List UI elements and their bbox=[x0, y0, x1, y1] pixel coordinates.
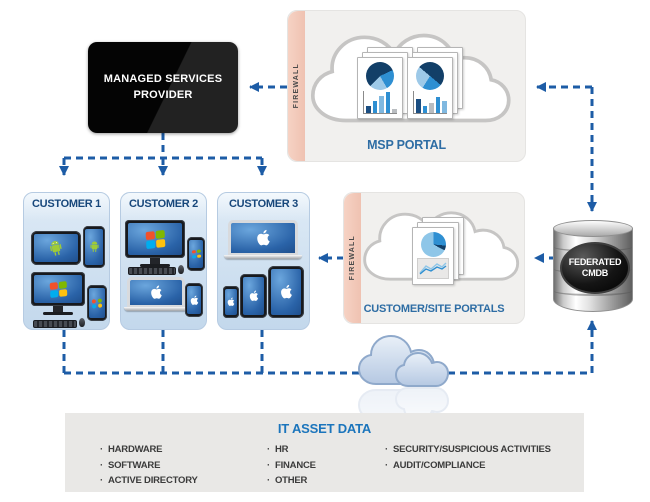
apple-phone-icon bbox=[185, 283, 203, 317]
it-asset-data-title: IT ASSET DATA bbox=[277, 421, 372, 436]
firewall-label: FIREWALL bbox=[349, 235, 356, 281]
windows-phone-icon bbox=[187, 237, 205, 271]
it-asset-data-box: IT ASSET DATA HARDWARE SOFTWARE ACTIVE D… bbox=[65, 413, 584, 492]
android-logo-icon bbox=[49, 240, 62, 256]
it-asset-column-3: SECURITY/SUSPICIOUS ACTIVITIES AUDIT/COM… bbox=[385, 442, 551, 473]
bar-chart-icon bbox=[413, 91, 447, 114]
document-report bbox=[407, 57, 453, 119]
windows-desktop-icon bbox=[31, 272, 85, 315]
apple-laptop-icon bbox=[123, 277, 189, 311]
apple-logo-icon bbox=[256, 229, 270, 246]
customer-2-box: CUSTOMER 2 bbox=[120, 192, 207, 330]
customer-1-box: CUSTOMER 1 bbox=[23, 192, 110, 330]
apple-phone-icon bbox=[223, 286, 239, 318]
apple-logo-icon bbox=[150, 285, 162, 299]
windows-logo-icon bbox=[145, 229, 165, 249]
document-report bbox=[357, 57, 403, 119]
firewall-label: FIREWALL bbox=[293, 63, 300, 109]
document-report bbox=[412, 227, 454, 285]
apple-logo-icon bbox=[227, 297, 235, 306]
pie-chart-icon bbox=[420, 232, 446, 257]
customer-1-label: CUSTOMER 1 bbox=[32, 198, 101, 210]
windows-desktop-icon bbox=[125, 220, 185, 267]
it-asset-item: FINANCE bbox=[267, 458, 316, 474]
msp-portal-panel: FIREWALL bbox=[287, 10, 526, 162]
android-tablet-icon bbox=[31, 231, 81, 265]
it-asset-item: OTHER bbox=[267, 473, 316, 489]
it-asset-item: SECURITY/SUSPICIOUS ACTIVITIES bbox=[385, 442, 551, 458]
mouse-icon bbox=[79, 318, 85, 327]
customer-3-box: CUSTOMER 3 bbox=[217, 192, 310, 330]
firewall-bar-msp: FIREWALL bbox=[288, 11, 305, 161]
apple-tablet-large-icon bbox=[268, 266, 304, 318]
msp-box-line1: MANAGED SERVICES bbox=[103, 72, 223, 85]
pie-chart-icon bbox=[416, 62, 444, 90]
it-asset-item: AUDIT/COMPLIANCE bbox=[385, 458, 551, 474]
apple-logo-icon bbox=[280, 284, 292, 299]
windows-logo-icon bbox=[191, 249, 201, 259]
internet-cloud-icon bbox=[357, 334, 450, 439]
customer-site-portals-label: CUSTOMER/SITE PORTALS bbox=[363, 303, 505, 315]
customer-site-portals-panel: FIREWALL CUSTOMER/SITE PORTALS bbox=[343, 192, 525, 324]
windows-phone-icon bbox=[87, 285, 107, 321]
it-asset-column-2: HR FINANCE OTHER bbox=[267, 442, 316, 489]
it-asset-item: HARDWARE bbox=[100, 442, 198, 458]
bar-chart-icon bbox=[363, 91, 397, 114]
apple-tablet-small-icon bbox=[240, 274, 267, 318]
apple-laptop-icon bbox=[223, 220, 303, 259]
apple-logo-icon bbox=[190, 295, 198, 305]
android-phone-icon bbox=[83, 226, 105, 268]
it-asset-item: SOFTWARE bbox=[100, 458, 198, 474]
it-asset-item: ACTIVE DIRECTORY bbox=[100, 473, 198, 489]
cmdb-label-line1: FEDERATED bbox=[568, 256, 622, 267]
apple-logo-icon bbox=[249, 290, 258, 301]
cmdb-label-line2: CMDB bbox=[581, 268, 609, 278]
android-logo-icon bbox=[89, 241, 99, 253]
pie-chart-icon bbox=[366, 62, 394, 90]
customer-2-label: CUSTOMER 2 bbox=[129, 198, 198, 210]
mouse-icon bbox=[178, 265, 184, 274]
line-chart-icon bbox=[417, 258, 449, 279]
it-asset-column-1: HARDWARE SOFTWARE ACTIVE DIRECTORY bbox=[100, 442, 198, 489]
managed-services-provider-box: MANAGED SERVICES PROVIDER bbox=[88, 42, 238, 133]
firewall-bar-portals: FIREWALL bbox=[344, 193, 361, 323]
it-asset-item: HR bbox=[267, 442, 316, 458]
keyboard-icon bbox=[128, 267, 176, 275]
keyboard-icon bbox=[33, 320, 77, 328]
customer-3-label: CUSTOMER 3 bbox=[229, 198, 298, 210]
windows-logo-icon bbox=[49, 280, 67, 298]
windows-logo-icon bbox=[91, 297, 103, 309]
cmdb-label-badge: FEDERATED CMDB bbox=[560, 242, 630, 294]
msp-portal-label: MSP PORTAL bbox=[367, 138, 446, 152]
federated-cmdb-database: FEDERATED CMDB bbox=[553, 220, 633, 312]
cylinder-top bbox=[553, 220, 633, 237]
msp-box-line2: PROVIDER bbox=[133, 88, 193, 101]
cylinder-ridge bbox=[554, 286, 632, 296]
